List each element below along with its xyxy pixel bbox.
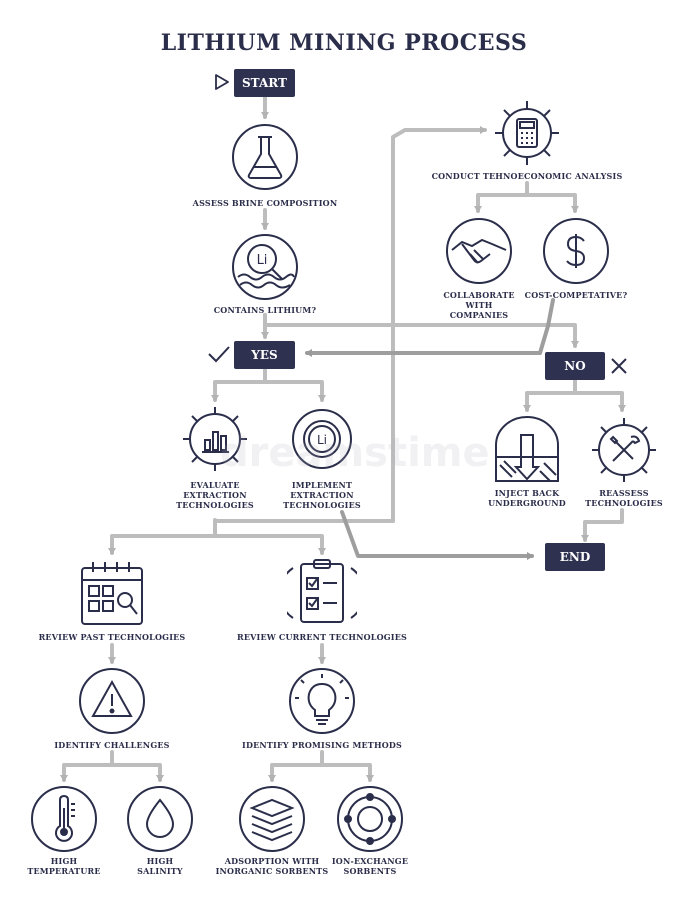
- label-cost: COST-COMPETATIVE?: [524, 290, 628, 300]
- check-icon: [208, 346, 230, 363]
- label-review-current: REVIEW CURRENT TECHNOLOGIES: [236, 632, 408, 642]
- handshake-icon: [446, 218, 512, 284]
- dollar-icon: [543, 218, 609, 284]
- label-contains: CONTAINS LITHIUM?: [213, 305, 317, 315]
- no-box: NO: [545, 352, 605, 380]
- play-icon: [215, 74, 229, 90]
- arrow-eval-split: [108, 518, 217, 555]
- calendar-search-icon: [81, 562, 143, 625]
- arrow-conduct-split: [474, 181, 529, 213]
- thermometer-icon: [31, 786, 97, 852]
- arrow-yes-split: [211, 368, 267, 402]
- label-review-past: REVIEW PAST TECHNOLOGIES: [38, 632, 186, 642]
- arrow-reassess-end: [581, 508, 624, 542]
- warning-icon: [79, 668, 145, 734]
- wrench-gear-icon: [592, 418, 656, 482]
- bar-chart-gear-icon: [183, 407, 247, 471]
- yes-box: YES: [234, 341, 295, 369]
- checklist-icon: [287, 559, 357, 623]
- arrow-implement-end: [340, 510, 534, 560]
- label-assess: ASSESS BRINE COMPOSITION: [192, 198, 338, 208]
- lithium-water-icon: Li: [232, 234, 298, 300]
- arrow-challenges-split: [60, 750, 114, 782]
- page-title: LITHIUM MINING PROCESS: [160, 30, 528, 56]
- svg-text:Li: Li: [317, 433, 327, 447]
- label-conduct: CONDUCT TEHNOECONOMIC ANALYSIS: [431, 171, 623, 181]
- label-promising: IDENTIFY PROMISING METHODS: [242, 740, 402, 750]
- inject-underground-icon: [495, 416, 559, 482]
- lightbulb-icon: [289, 668, 355, 734]
- arrow-contains-no: [263, 313, 579, 348]
- flask-icon: [232, 124, 298, 190]
- arrow-collab-loop: [391, 126, 487, 523]
- cross-icon: [611, 358, 627, 374]
- arrow-no-split: [523, 378, 577, 412]
- arrow-promising-split: [268, 750, 324, 782]
- ion-ring-icon: [337, 786, 403, 852]
- layers-icon: [239, 786, 305, 852]
- calculator-gear-icon: [495, 101, 559, 165]
- svg-text:Li: Li: [257, 253, 268, 268]
- lithium-cycle-icon: Li: [292, 409, 352, 469]
- arrow-cost-yes: [305, 298, 555, 357]
- label-challenges: IDENTIFY CHALLENGES: [54, 740, 170, 750]
- start-box: START: [234, 69, 295, 97]
- end-box: END: [545, 543, 605, 571]
- water-drop-icon: [127, 786, 193, 852]
